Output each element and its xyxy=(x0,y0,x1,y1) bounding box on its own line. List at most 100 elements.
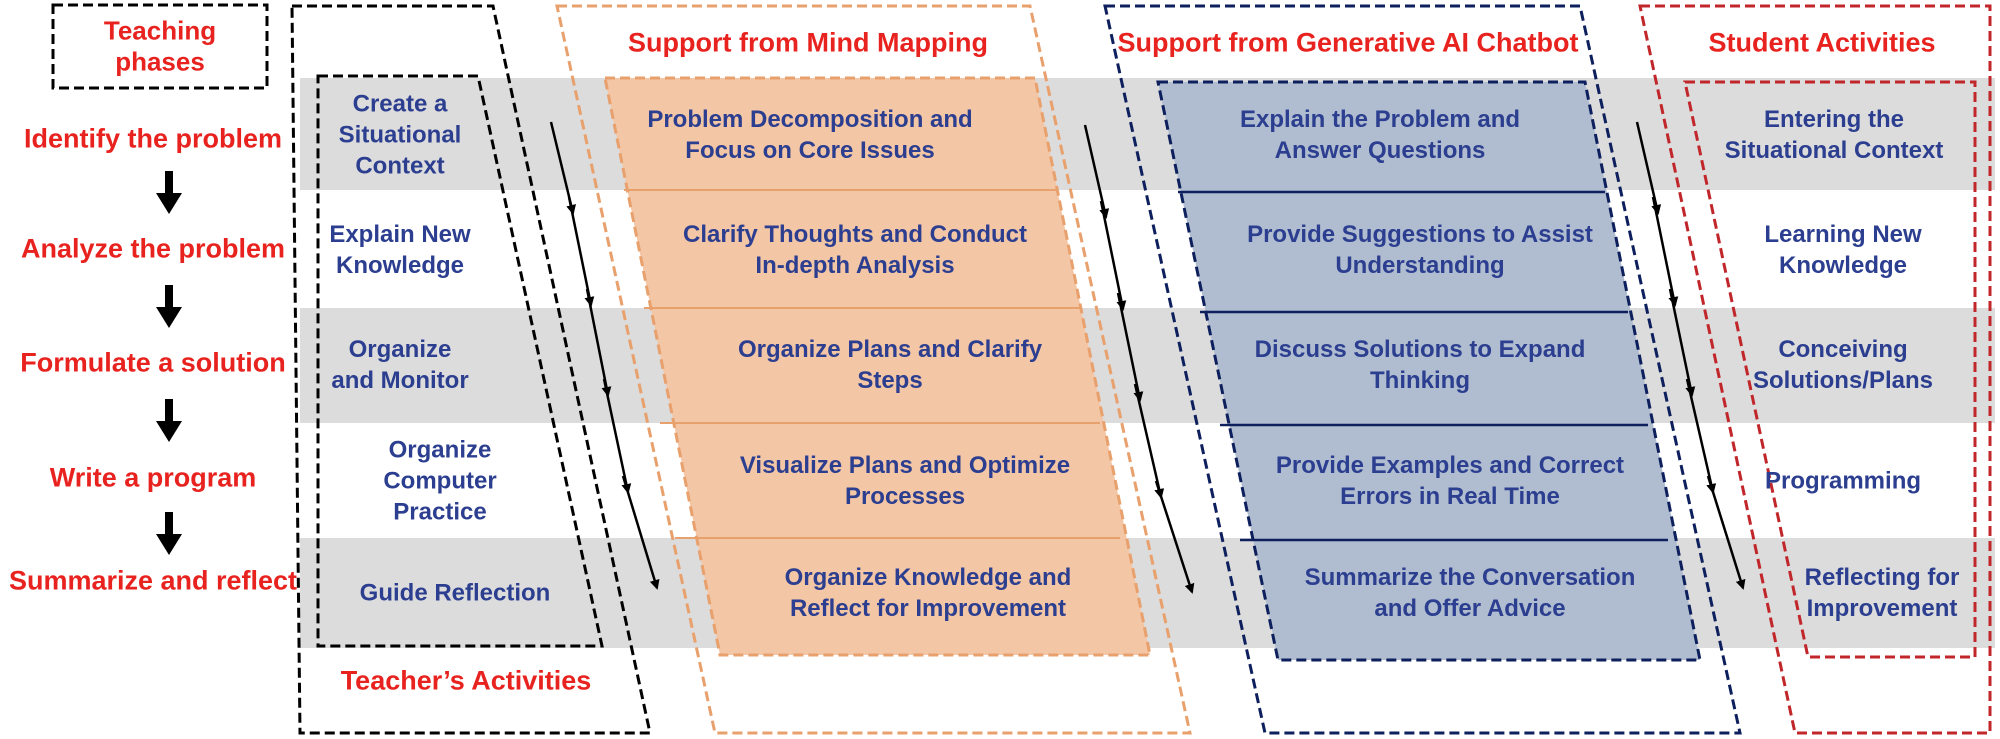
chatbot-item-line: Provide Examples and Correct xyxy=(1276,452,1624,479)
chatbot-item-line: Answer Questions xyxy=(1275,137,1486,164)
chatbot-item-line: Provide Suggestions to Assist xyxy=(1247,221,1593,248)
teacher-arrow-3 xyxy=(585,288,612,397)
phase-label: Formulate a solution xyxy=(20,347,286,377)
flow-arrows xyxy=(549,121,1746,594)
mindmap-item-line: Organize Plans and Clarify xyxy=(738,336,1043,363)
phase-arrows xyxy=(156,171,182,555)
mindmap-block xyxy=(605,78,1150,655)
chatbot-title: Support from Generative AI Chatbot xyxy=(1117,27,1578,57)
chatbot-block xyxy=(1158,82,1700,660)
down-arrow-icon xyxy=(156,512,182,555)
mindmap-arrow-1 xyxy=(1083,124,1110,219)
student-inner-frame xyxy=(1683,80,1977,659)
phase-label-line: Analyze the problem xyxy=(21,233,285,263)
chatbot-item-line: Summarize the Conversation xyxy=(1305,564,1636,591)
phases-header-line: phases xyxy=(115,47,205,77)
teacher-item: Guide Reflection xyxy=(360,579,551,606)
student-item-line: Learning New xyxy=(1764,221,1922,248)
chatbot-arrow-2 xyxy=(1651,196,1679,307)
mindmap-item-line: Processes xyxy=(845,483,965,510)
student-item-line: Knowledge xyxy=(1779,252,1907,279)
student-item-line: Programming xyxy=(1765,467,1921,494)
mindmap-title-line: Support from Mind Mapping xyxy=(628,27,988,57)
mindmap-item-line: Focus on Core Issues xyxy=(685,137,934,164)
teacher-item-line: Explain New xyxy=(329,221,471,248)
phase-label-line: Write a program xyxy=(50,462,257,492)
mindmap-item-line: Steps xyxy=(857,367,922,394)
chatbot-item-line: and Offer Advice xyxy=(1374,595,1565,622)
chatbot-arrow-1 xyxy=(1635,121,1662,215)
teacher-outer-frame xyxy=(290,4,652,735)
teacher-item-line: Computer xyxy=(383,467,496,494)
mindmap-arrow-3 xyxy=(1116,292,1144,402)
mindmap-dividers xyxy=(624,189,1120,539)
teacher-item-line: Situational xyxy=(339,121,462,148)
student-item-line: Solutions/Plans xyxy=(1753,367,1933,394)
student-title-line: Student Activities xyxy=(1708,27,1935,57)
student-item-line: Improvement xyxy=(1807,595,1958,622)
chatbot-item-line: Explain the Problem and xyxy=(1240,106,1520,133)
chatbot-item-line: Errors in Real Time xyxy=(1340,483,1560,510)
teacher-item-line: Organize xyxy=(349,336,452,363)
student-item-line: Reflecting for xyxy=(1805,564,1960,591)
teacher-item-line: Context xyxy=(355,152,444,179)
teacher-arrow-4 xyxy=(602,378,632,494)
mindmap-inner-frame xyxy=(603,76,1152,657)
mindmap-item-line: In-depth Analysis xyxy=(755,252,954,279)
mindmap-arrow-5 xyxy=(1154,480,1195,594)
student-item-line: Situational Context xyxy=(1725,137,1944,164)
teacher-arrow-5 xyxy=(621,475,660,590)
mindmap-title: Support from Mind Mapping xyxy=(628,27,988,57)
student-item-line: Conceiving xyxy=(1778,336,1907,363)
student-outer-frame xyxy=(1638,4,1992,735)
row-band-5 xyxy=(300,538,1995,648)
down-arrow-icon xyxy=(156,171,182,214)
teacher-item-line: Guide Reflection xyxy=(360,579,551,606)
chatbot-arrow-3 xyxy=(1668,288,1696,397)
phases-header-box xyxy=(51,3,269,90)
phase-label-line: Identify the problem xyxy=(24,123,282,153)
student-item-line: Entering the xyxy=(1764,106,1904,133)
mindmap-item-line: Clarify Thoughts and Conduct xyxy=(683,221,1027,248)
chatbot-block-border xyxy=(1156,80,1702,662)
teacher-item-line: Organize xyxy=(389,436,492,463)
chatbot-arrow-4 xyxy=(1685,378,1717,494)
teacher-item-line: Practice xyxy=(393,498,486,525)
phase-label: Summarize and reflect xyxy=(9,565,297,595)
chatbot-outer-frame xyxy=(1103,4,1742,735)
chatbot-dividers xyxy=(1178,190,1668,542)
chatbot-arrow-5 xyxy=(1706,475,1746,590)
phase-label: Analyze the problem xyxy=(21,233,285,263)
mindmap-outer-frame xyxy=(555,4,1192,735)
mindmap-arrow-4 xyxy=(1133,383,1165,499)
down-arrow-icon xyxy=(156,285,182,328)
row-band-1 xyxy=(300,78,1995,190)
chatbot-item-line: Understanding xyxy=(1335,252,1504,279)
teacher-arrow-2 xyxy=(567,196,595,307)
teacher-title-line: Teacher’s Activities xyxy=(341,665,592,695)
student-item: Programming xyxy=(1765,467,1921,494)
teacher-inner-frame xyxy=(316,74,604,648)
teacher-title: Teacher’s Activities xyxy=(341,665,592,695)
mindmap-item-line: Reflect for Improvement xyxy=(790,595,1066,622)
teacher-item-line: Knowledge xyxy=(336,252,464,279)
phase-label-line: Summarize and reflect xyxy=(9,565,297,595)
chatbot-title-line: Support from Generative AI Chatbot xyxy=(1117,27,1578,57)
